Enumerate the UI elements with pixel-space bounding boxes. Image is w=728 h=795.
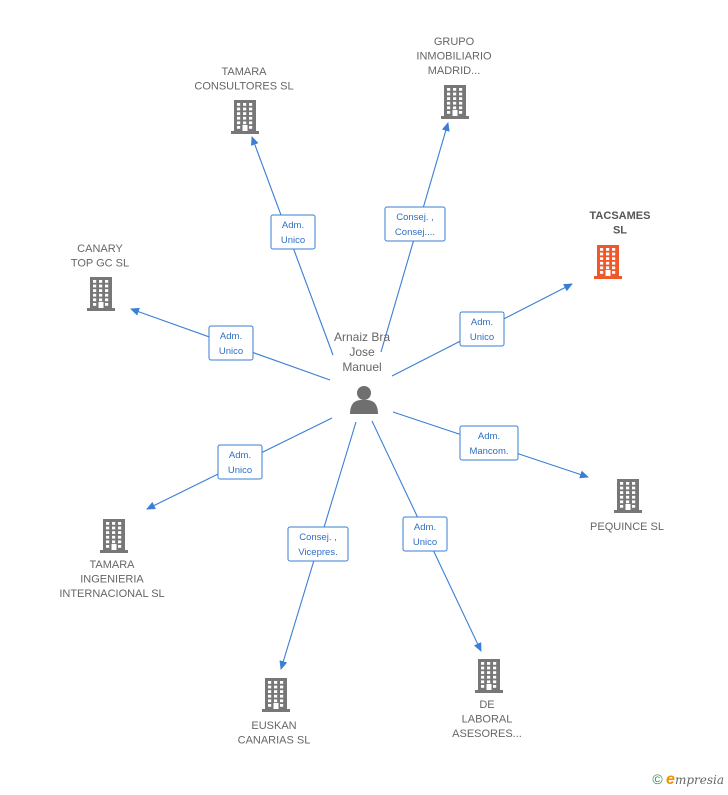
- role-label: Adm.Unico: [413, 522, 437, 548]
- role-badge[interactable]: [287, 526, 349, 562]
- role-label: Adm.Mancom.: [469, 431, 508, 457]
- building-icon[interactable]: [262, 678, 290, 712]
- relation-pequince[interactable]: Adm.Mancom.: [392, 411, 589, 479]
- role-label: Consej. ,Vicepres.: [298, 532, 337, 558]
- role-badge[interactable]: [384, 206, 446, 242]
- brand-logo-initial: e: [666, 771, 675, 788]
- relation-grupo-inmobiliario[interactable]: Consej. ,Consej....: [380, 122, 450, 353]
- copyright-symbol: ©: [652, 771, 663, 787]
- building-icon[interactable]: [614, 479, 642, 513]
- role-label: Consej. ,Consej....: [395, 212, 435, 238]
- role-badge[interactable]: [217, 444, 263, 480]
- building-icon[interactable]: [441, 85, 469, 119]
- relation-tamara-ingenieria[interactable]: Adm.Unico: [146, 417, 333, 510]
- relation-euskan-canarias[interactable]: Consej. ,Vicepres.: [279, 421, 357, 670]
- relation-tacsames[interactable]: Adm.Unico: [391, 283, 573, 377]
- building-icon[interactable]: [87, 277, 115, 311]
- role-label: Adm.Unico: [470, 317, 494, 343]
- role-badge[interactable]: [459, 311, 505, 347]
- person-icon[interactable]: [350, 386, 378, 414]
- role-badge[interactable]: [270, 214, 316, 250]
- role-label: Adm.Unico: [281, 220, 305, 246]
- relation-canary-top-gc[interactable]: Adm.Unico: [130, 307, 331, 381]
- role-label: Adm.Unico: [228, 450, 252, 476]
- building-icon[interactable]: [475, 659, 503, 693]
- role-badge[interactable]: [459, 425, 519, 461]
- building-icon[interactable]: [231, 100, 259, 134]
- footer-brand: © empresia: [652, 771, 724, 789]
- role-label: Adm.Unico: [219, 331, 243, 357]
- role-badge[interactable]: [402, 516, 448, 552]
- building-icon[interactable]: [100, 519, 128, 553]
- company-node-pequince[interactable]: PEQUINCE SL: [590, 479, 664, 533]
- building-icon[interactable]: [594, 245, 622, 279]
- relation-tamara-consultores[interactable]: Adm.Unico: [251, 136, 334, 356]
- brand-logo-text: mpresia: [674, 773, 724, 787]
- role-badge[interactable]: [208, 325, 254, 361]
- relation-de-laboral[interactable]: Adm.Unico: [371, 420, 482, 652]
- company-name: PEQUINCE SL: [590, 521, 664, 533]
